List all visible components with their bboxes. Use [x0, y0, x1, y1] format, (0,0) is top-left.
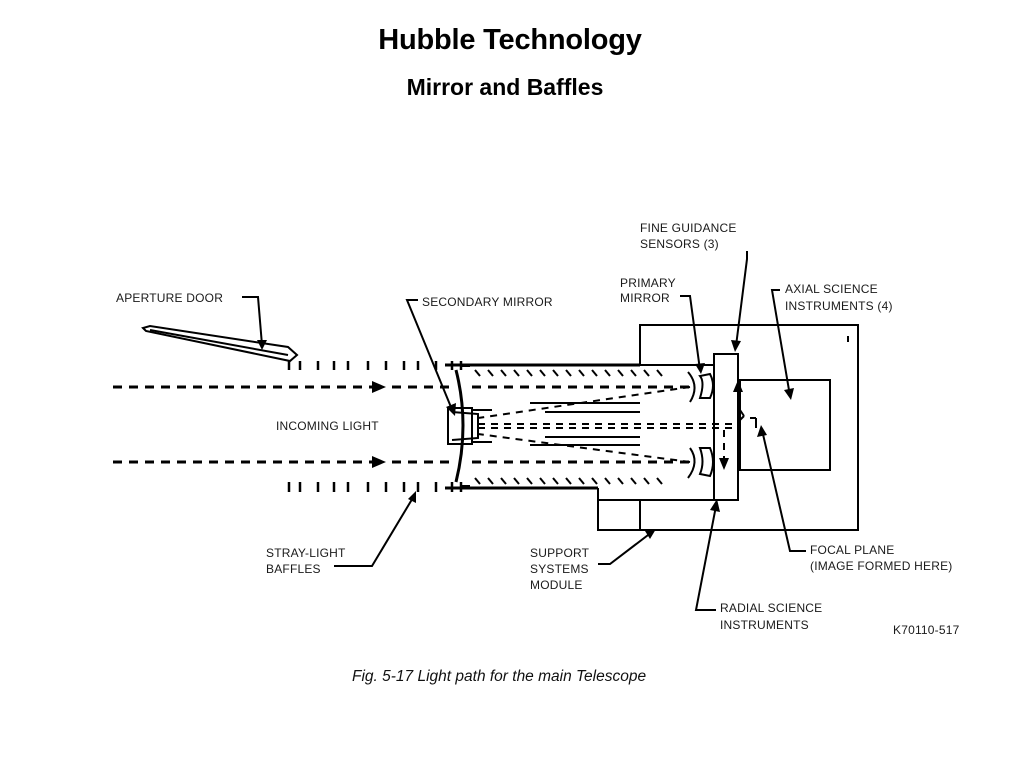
- light-rays: [113, 380, 757, 470]
- label-aperture-door: APERTURE DOOR: [116, 291, 223, 305]
- page-subtitle: Mirror and Baffles: [406, 74, 604, 100]
- label-support-systems-2: SYSTEMS: [530, 562, 589, 576]
- aperture-door: [141, 324, 299, 363]
- leader-lines: [242, 251, 806, 611]
- label-support-systems-3: MODULE: [530, 578, 583, 592]
- label-stray-light-2: BAFFLES: [266, 562, 321, 576]
- label-radial-science-2: INSTRUMENTS: [720, 618, 809, 632]
- label-drawing-code: K70110-517: [893, 623, 960, 637]
- label-stray-light-1: STRAY-LIGHT: [266, 546, 346, 560]
- label-incoming-light: INCOMING LIGHT: [276, 419, 379, 433]
- label-fine-guidance-2: SENSORS (3): [640, 237, 719, 251]
- label-primary-mirror-1: PRIMARY: [620, 276, 676, 290]
- figure-caption: Fig. 5-17 Light path for the main Telesc…: [352, 668, 646, 685]
- label-axial-science-1: AXIAL SCIENCE: [785, 282, 878, 296]
- secondary-mirror: [447, 365, 492, 487]
- page-title: Hubble Technology: [378, 24, 642, 56]
- label-radial-science-1: RADIAL SCIENCE: [720, 601, 822, 615]
- label-secondary-mirror: SECONDARY MIRROR: [422, 295, 553, 309]
- label-support-systems-1: SUPPORT: [530, 546, 590, 560]
- telescope-body: [445, 324, 859, 531]
- label-axial-science-2: INSTRUMENTS (4): [785, 299, 893, 313]
- label-focal-plane-1: FOCAL PLANE: [810, 543, 894, 557]
- label-focal-plane-2: (IMAGE FORMED HERE): [810, 559, 952, 573]
- diagram-labels: APERTURE DOOR SECONDARY MIRROR PRIMARY M…: [116, 221, 960, 637]
- label-fine-guidance-1: FINE GUIDANCE: [640, 221, 737, 235]
- label-primary-mirror-2: MIRROR: [620, 291, 670, 305]
